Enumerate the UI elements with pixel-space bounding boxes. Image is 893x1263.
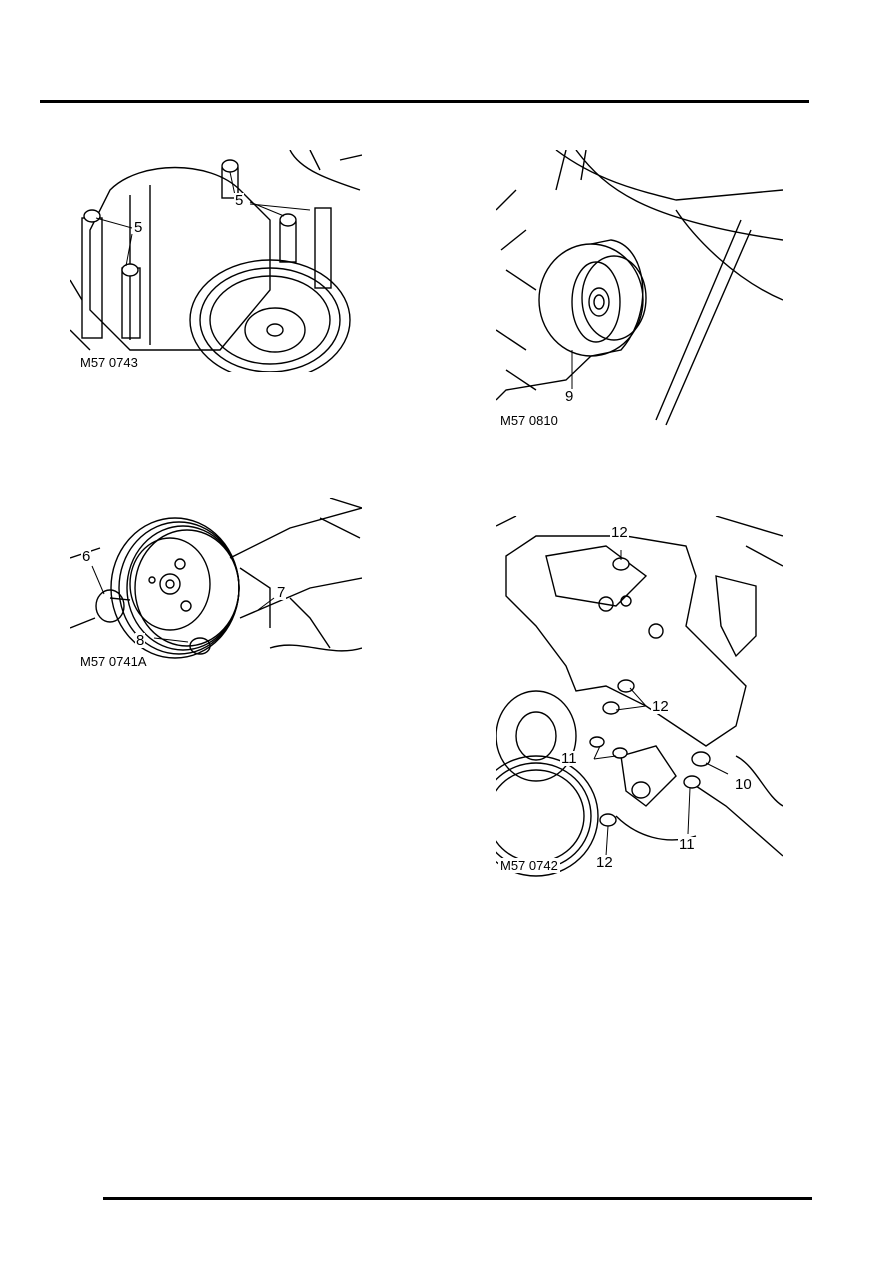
header-rule — [40, 100, 809, 103]
callout-12: 12 — [651, 698, 670, 715]
callout-7: 7 — [276, 584, 287, 601]
callout-11: 11 — [560, 750, 578, 767]
callout-12: 12 — [610, 524, 629, 541]
figure-code: M57 0810 — [498, 413, 560, 428]
footer-rule — [103, 1197, 812, 1200]
figure-mounting-bracket: 12 12 11 10 11 12 M57 0742 — [496, 516, 783, 878]
callout-9: 9 — [564, 388, 575, 405]
callout-11: 11 — [678, 836, 696, 853]
pump-pulley-illustration — [70, 498, 362, 659]
figure-code: M57 0743 — [78, 355, 140, 370]
compressor-illustration — [70, 150, 362, 372]
callout-6: 6 — [81, 548, 92, 565]
callout-10: 10 — [734, 776, 753, 793]
figure-idler-pulley: 9 M57 0810 — [496, 150, 783, 430]
callout-8: 8 — [135, 632, 146, 649]
callout-12: 12 — [595, 854, 614, 871]
mounting-bracket-illustration — [496, 516, 783, 877]
figure-code: M57 0742 — [498, 858, 560, 873]
figure-code: M57 0741A — [78, 654, 149, 669]
callout-5: 5 — [133, 219, 144, 236]
idler-pulley-illustration — [496, 150, 783, 426]
callout-5: 5 — [234, 192, 245, 209]
figure-pump-pulley: 6 7 8 M57 0741A — [70, 498, 362, 678]
figure-compressor-bolts: 5 5 M57 0743 — [70, 150, 362, 372]
